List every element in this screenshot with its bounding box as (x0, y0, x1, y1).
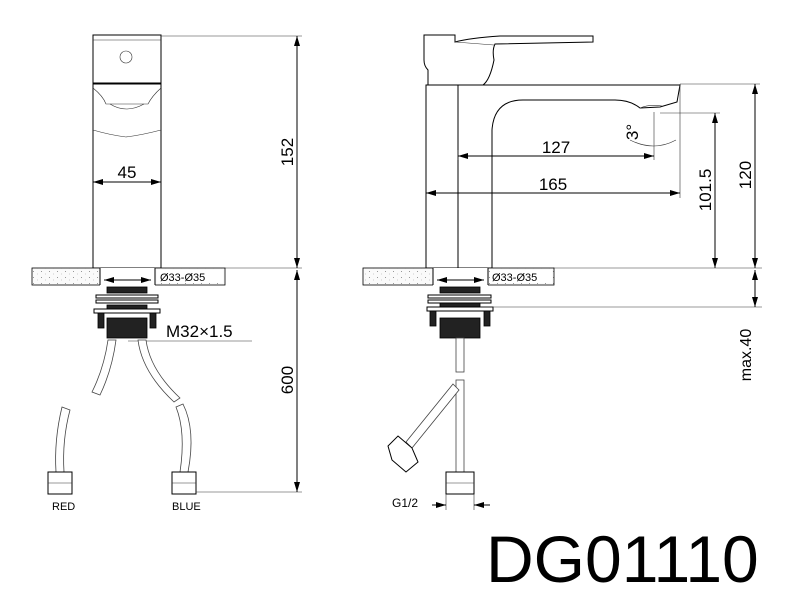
hoses-front (47, 339, 197, 495)
max-thickness-label: max.40 (738, 329, 755, 382)
side-hole-diameter-label: Ø33-Ø35 (492, 272, 537, 284)
front-view: 45 152 Ø33-Ø35 M32×1.5 (31, 34, 302, 513)
total-reach-label: 165 (539, 175, 567, 194)
angle-label: 3° (623, 124, 642, 140)
faucet-side-body (423, 34, 681, 269)
model-number: DG01110 (486, 522, 759, 596)
connector-size-label: G1/2 (392, 496, 418, 510)
countertop-front (31, 267, 226, 286)
mounting-nut-side (426, 286, 494, 339)
outlet-height-label: 101.5 (696, 169, 715, 212)
thread-label: M32×1.5 (166, 322, 233, 341)
hoses-side (387, 337, 475, 495)
side-view: 127 3° 165 101.5 120 Ø33-Ø35 (362, 34, 762, 510)
countertop-side (362, 267, 555, 286)
red-hose-label: RED (52, 501, 75, 513)
hole-diameter-label: Ø33-Ø35 (160, 272, 205, 284)
spout-reach-label: 127 (542, 138, 570, 157)
height-label: 152 (278, 138, 297, 166)
blue-hose-label: BLUE (172, 501, 201, 513)
hose-length-label: 600 (278, 366, 297, 394)
hose-connector-angled (387, 435, 419, 473)
faucet-front-body (92, 34, 162, 269)
spout-height-label: 120 (736, 161, 755, 189)
mounting-nut-front (93, 286, 161, 339)
width-label: 45 (118, 163, 137, 182)
